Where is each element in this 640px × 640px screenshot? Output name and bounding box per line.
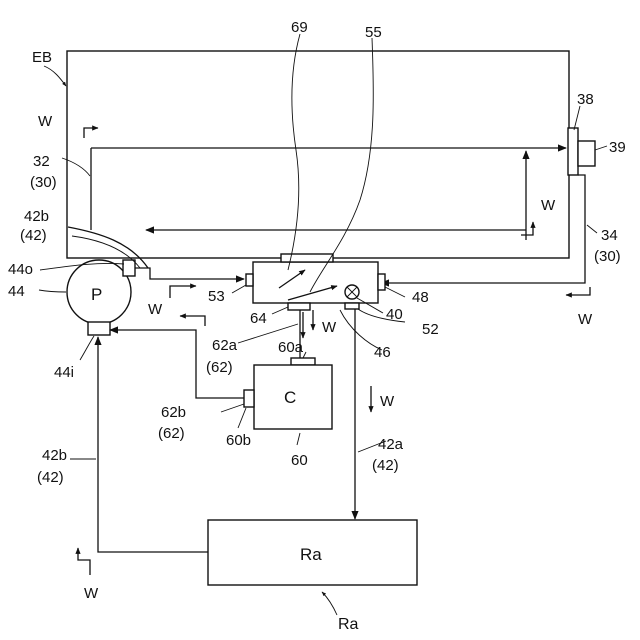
label-62a: 62a bbox=[212, 337, 238, 354]
label-ra-box: Ra bbox=[300, 545, 322, 564]
pump-outlet-44o bbox=[123, 260, 135, 276]
label-w-center-down: W bbox=[322, 319, 337, 336]
label-w-bottom-left: W bbox=[84, 585, 99, 602]
component-38 bbox=[568, 128, 578, 175]
label-69: 69 bbox=[291, 19, 308, 36]
label-38: 38 bbox=[577, 91, 594, 108]
label-40: 40 bbox=[386, 306, 403, 323]
label-34: 34 bbox=[601, 227, 618, 244]
leader-53 bbox=[232, 285, 246, 293]
label-62-b: (62) bbox=[158, 425, 185, 442]
label-42b-top: 42b bbox=[24, 208, 49, 225]
leader-62b bbox=[221, 404, 244, 412]
port-53 bbox=[246, 274, 253, 286]
label-compressor: C bbox=[284, 388, 296, 407]
w-marker-right-outer bbox=[566, 287, 590, 295]
leader-44i bbox=[80, 336, 94, 360]
label-44i: 44i bbox=[54, 364, 74, 381]
label-55: 55 bbox=[365, 24, 382, 41]
port-60a bbox=[291, 358, 315, 365]
leader-ra bbox=[322, 592, 337, 615]
leader-38 bbox=[574, 106, 580, 130]
port-60b bbox=[244, 390, 254, 407]
label-60a: 60a bbox=[278, 339, 304, 356]
label-60b: 60b bbox=[226, 432, 251, 449]
label-44o: 44o bbox=[8, 261, 33, 278]
leader-60b bbox=[238, 408, 246, 428]
component-39 bbox=[578, 141, 595, 166]
label-w-right-inner: W bbox=[541, 197, 556, 214]
pump-inlet-44i bbox=[88, 322, 110, 335]
leader-60a bbox=[303, 352, 306, 358]
label-ra-ref: Ra bbox=[338, 616, 359, 633]
label-w-right-down: W bbox=[380, 393, 395, 410]
label-62-a: (62) bbox=[206, 359, 233, 376]
label-42-top: (42) bbox=[20, 227, 47, 244]
port-48 bbox=[378, 274, 385, 290]
label-w-right-outer: W bbox=[578, 311, 593, 328]
label-w-pump: W bbox=[148, 301, 163, 318]
label-48: 48 bbox=[412, 289, 429, 306]
leader-44 bbox=[39, 290, 66, 292]
label-42b-bottom: 42b bbox=[42, 447, 67, 464]
label-62b: 62b bbox=[161, 404, 186, 421]
leader-60 bbox=[297, 433, 300, 445]
w-marker-bottom-left bbox=[78, 548, 90, 575]
leader-34 bbox=[587, 225, 597, 233]
leader-48 bbox=[385, 287, 405, 297]
w-marker-pump-left bbox=[180, 316, 205, 326]
label-30-b: (30) bbox=[594, 248, 621, 265]
leader-64 bbox=[272, 307, 288, 314]
label-42-a: (42) bbox=[372, 457, 399, 474]
leader-eb bbox=[44, 66, 66, 86]
label-32: 32 bbox=[33, 153, 50, 170]
label-pump: P bbox=[91, 285, 102, 304]
port-64 bbox=[288, 303, 310, 310]
label-eb: EB bbox=[32, 49, 52, 66]
label-30-a: (30) bbox=[30, 174, 57, 191]
label-42a: 42a bbox=[378, 436, 404, 453]
pipe-pump-to-valve bbox=[135, 268, 244, 279]
pipe-42b-bottom bbox=[98, 337, 208, 552]
label-42-bottom: (42) bbox=[37, 469, 64, 486]
label-44: 44 bbox=[8, 283, 25, 300]
label-53: 53 bbox=[208, 288, 225, 305]
label-52: 52 bbox=[422, 321, 439, 338]
valve-top-cap bbox=[281, 254, 333, 262]
w-marker-pump-right bbox=[170, 286, 196, 298]
label-64: 64 bbox=[250, 310, 267, 327]
leader-39 bbox=[595, 146, 607, 150]
label-39: 39 bbox=[609, 139, 626, 156]
label-w-left-top: W bbox=[38, 113, 53, 130]
label-46: 46 bbox=[374, 344, 391, 361]
label-60: 60 bbox=[291, 452, 308, 469]
port-52 bbox=[345, 303, 359, 309]
enclosure-eb bbox=[67, 51, 569, 258]
